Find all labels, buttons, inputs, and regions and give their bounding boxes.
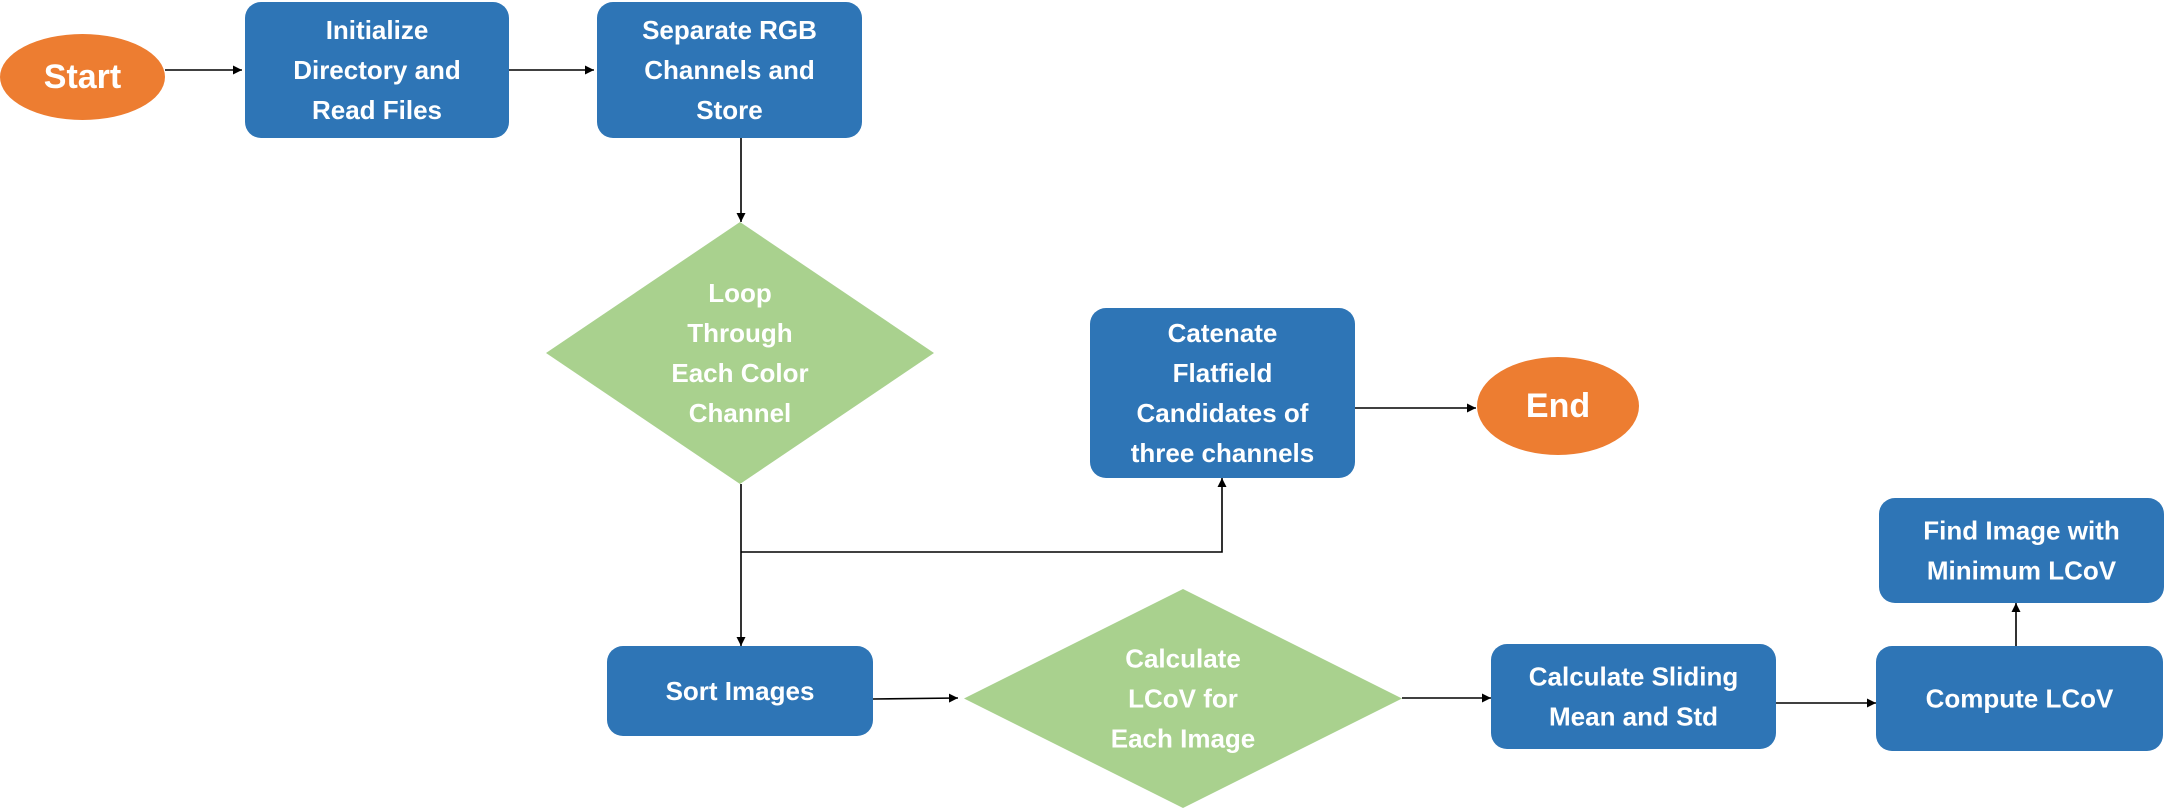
node-compute-label-line: Compute LCoV: [1926, 684, 2114, 714]
node-loop-label-line: Each Color: [671, 358, 808, 388]
node-end: End: [1477, 357, 1639, 455]
node-calc-lcov-shape: [964, 589, 1402, 808]
node-sliding-label-line: Calculate Sliding: [1529, 662, 1739, 692]
node-catenate-label-line: Catenate: [1168, 318, 1278, 348]
node-calc-lcov-label-line: LCoV for: [1128, 684, 1238, 714]
node-catenate-label-line: three channels: [1131, 438, 1315, 468]
node-separate-label-line: Channels and: [644, 55, 814, 85]
node-compute-shape: [1876, 646, 2163, 751]
node-init-label-line: Directory and: [293, 55, 461, 85]
node-sort-label-line: Sort Images: [666, 676, 815, 706]
node-separate-shape: [597, 2, 862, 138]
node-start-shape: [0, 34, 165, 120]
node-end-shape: [1477, 357, 1639, 455]
node-find-min-shape: [1879, 498, 2164, 603]
node-catenate-label-line: Flatfield: [1173, 358, 1273, 388]
node-sort-shape: [607, 646, 873, 736]
node-sliding-label-line: Mean and Std: [1549, 702, 1718, 732]
node-calc-lcov-label-line: Calculate: [1125, 644, 1241, 674]
node-init-shape: [245, 2, 509, 138]
edge-sort-to-calc-lcov: [872, 693, 959, 703]
node-init-label-line: Initialize: [326, 15, 429, 45]
node-catenate-shape: [1090, 308, 1355, 478]
node-loop-label-line: Channel: [689, 398, 792, 428]
edges: [165, 65, 2021, 708]
node-loop-label-line: Loop: [708, 278, 772, 308]
edge-loop-to-catenate: [741, 478, 1227, 553]
node-start: Start: [0, 34, 165, 120]
node-separate-label-line: Separate RGB: [642, 15, 817, 45]
node-calc-lcov-label-line: Each Image: [1111, 724, 1256, 754]
node-end-label-line: End: [1526, 387, 1590, 425]
node-loop-shape: [546, 222, 934, 484]
node-init-label-line: Read Files: [312, 95, 442, 125]
node-find-min-label-line: Minimum LCoV: [1927, 556, 2117, 586]
node-sliding-shape: [1491, 644, 1776, 749]
node-find-min-label-line: Find Image with: [1923, 516, 2119, 546]
node-compute: Compute LCoV: [1876, 646, 2163, 751]
node-catenate-label-line: Candidates of: [1137, 398, 1309, 428]
node-start-label-line: Start: [44, 58, 121, 96]
node-loop-label-line: Through: [687, 318, 792, 348]
node-sort: Sort Images: [607, 646, 873, 736]
node-separate-label-line: Store: [696, 95, 762, 125]
